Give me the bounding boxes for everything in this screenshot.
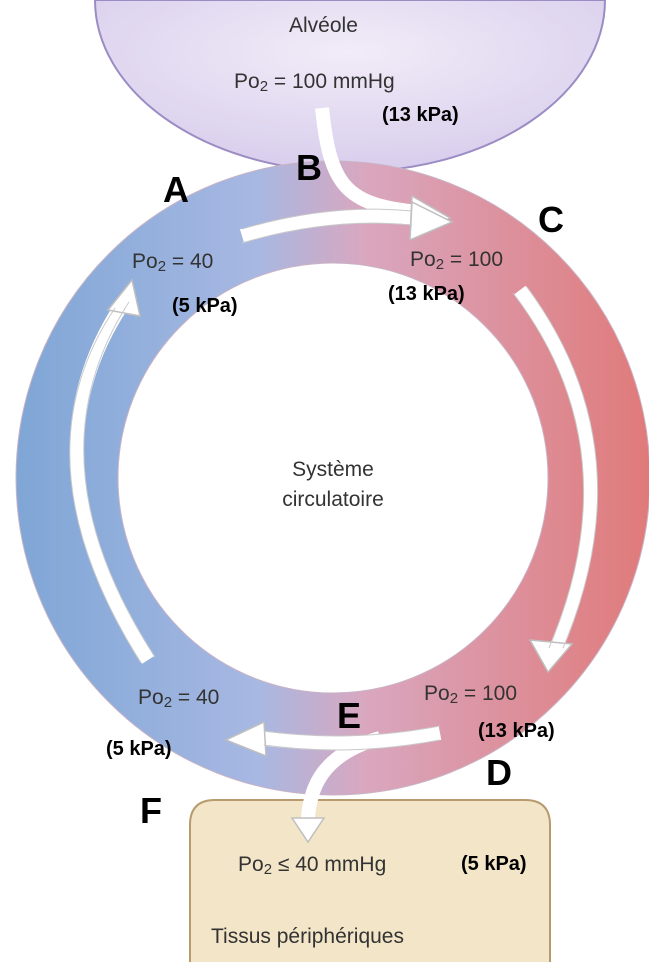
tissus-po2: Po2 ≤ 40 mmHg bbox=[238, 853, 387, 878]
tissus-shape bbox=[189, 799, 551, 962]
point-d-letter: D bbox=[486, 752, 512, 793]
point-a-letter: A bbox=[163, 169, 189, 210]
point-a-kpa: (5 kPa) bbox=[172, 295, 238, 317]
point-c-letter: C bbox=[538, 199, 564, 240]
circulatory-ring bbox=[15, 160, 649, 796]
arrowhead-e bbox=[224, 720, 267, 758]
point-a-po2: Po2 = 40 bbox=[132, 250, 214, 275]
alveole-po2: Po2 = 100 mmHg bbox=[234, 70, 395, 95]
alveole-title: Alvéole bbox=[289, 14, 358, 37]
arrowhead-tissus bbox=[290, 817, 326, 844]
point-c-po2: Po2 = 100 bbox=[410, 248, 504, 273]
arrow-a-top bbox=[240, 209, 419, 243]
point-d-kpa: (13 kPa) bbox=[478, 720, 555, 742]
tissus-title: Tissus périphériques bbox=[211, 925, 404, 948]
point-f-kpa: (5 kPa) bbox=[106, 738, 172, 760]
arrowhead-a bbox=[409, 200, 454, 242]
tissus-kpa: (5 kPa) bbox=[461, 853, 527, 875]
alveole-kpa: (13 kPa) bbox=[382, 104, 459, 126]
arrow-e-to-tissus bbox=[301, 731, 383, 819]
point-f-letter: F bbox=[140, 790, 162, 831]
arrow-c-right-side bbox=[514, 285, 598, 651]
point-d-po2: Po2 = 100 bbox=[424, 682, 518, 707]
point-e-letter: E bbox=[337, 695, 362, 736]
point-b-letter: B bbox=[296, 147, 322, 188]
arrow-f-left-side bbox=[69, 301, 154, 664]
point-f-po2: Po2 = 40 bbox=[138, 686, 220, 711]
arrowhead-f bbox=[106, 278, 141, 317]
circulatory-system-label: Système circulatoire bbox=[282, 458, 384, 511]
point-c-kpa: (13 kPa) bbox=[388, 283, 465, 305]
arrow-b-alveole-to-ring bbox=[315, 107, 419, 219]
